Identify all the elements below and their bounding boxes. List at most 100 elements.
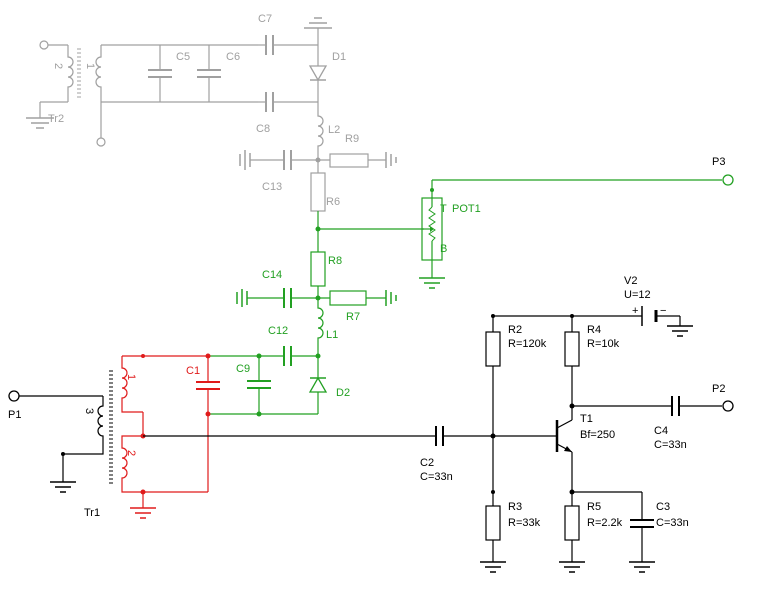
capacitor-c5[interactable] [148, 45, 172, 102]
amplifier-section: P1 3 Tr1 C2 C=33n R2 R=1 [8, 275, 734, 573]
r9-label: R9 [345, 133, 359, 145]
grey-section: 2 1 Tr2 C5 C6 C7 [26, 13, 397, 229]
resistor-r8[interactable] [310, 251, 326, 287]
port-p1[interactable] [8, 390, 20, 402]
tr2-terminal[interactable] [39, 40, 49, 50]
tr2-secondary-coil [95, 45, 102, 102]
t1-value: Bf=250 [580, 429, 615, 441]
tr2-pin2-label: 2 [52, 63, 64, 69]
capacitor-c2[interactable] [435, 426, 444, 446]
diode-d2[interactable] [308, 356, 328, 414]
r8-label: R8 [328, 255, 342, 267]
c12-label: C12 [268, 325, 288, 337]
r5-label: R5 [587, 501, 601, 513]
r6-label: R6 [326, 196, 340, 208]
d1-label: D1 [332, 51, 346, 63]
tr2-label: Tr2 [48, 113, 64, 125]
tr2-primary-coil [67, 45, 74, 102]
p2-label: P2 [712, 383, 725, 395]
capacitor-c1[interactable] [196, 356, 220, 492]
diode-d1[interactable] [308, 45, 328, 102]
t1-label: T1 [580, 413, 593, 425]
ground-icon [419, 277, 445, 289]
c3-value: C=33n [656, 517, 689, 529]
c6-label: C6 [226, 51, 240, 63]
r4-label: R4 [587, 324, 601, 336]
c8-label: C8 [256, 123, 270, 135]
capacitor-c13[interactable] [283, 150, 330, 170]
port-p2[interactable] [722, 400, 734, 412]
tr1-label: Tr1 [84, 507, 100, 519]
capacitor-c7[interactable] [258, 35, 318, 55]
l2-label: L2 [328, 124, 340, 136]
v2-minus: − [660, 305, 666, 317]
resistor-r7[interactable] [329, 290, 367, 306]
ground-icon [385, 152, 397, 168]
r2-label: R2 [508, 324, 522, 336]
capacitor-c4[interactable] [671, 396, 680, 416]
tr1-coil-3 [63, 396, 104, 455]
inductor-l2[interactable] [317, 102, 324, 160]
c5-label: C5 [176, 51, 190, 63]
v2-plus: + [632, 305, 638, 317]
tr2-pin1-label: 1 [84, 63, 96, 69]
resistor-r4[interactable] [564, 331, 580, 367]
capacitor-c8[interactable] [258, 92, 318, 112]
ground-icon [236, 289, 248, 307]
potentiometer-pot1[interactable] [421, 180, 443, 278]
resistor-r2[interactable] [485, 331, 501, 367]
l1-label: L1 [326, 329, 338, 341]
transistor-t1[interactable] [555, 419, 573, 453]
ground-icon [304, 17, 332, 45]
c7-label: C7 [258, 13, 272, 25]
ground-icon [26, 117, 54, 129]
resistor-r5[interactable] [564, 505, 580, 541]
capacitor-c3[interactable] [630, 492, 654, 562]
resistor-r9[interactable] [329, 153, 386, 168]
tr2-terminal-bottom[interactable] [96, 137, 106, 147]
pot1-label: POT1 [452, 203, 481, 215]
r3-label: R3 [508, 501, 522, 513]
ground-icon [559, 561, 585, 573]
d2-label: D2 [336, 387, 350, 399]
battery-v2[interactable] [641, 306, 681, 326]
resistor-r6[interactable] [310, 172, 326, 212]
c2-value: C=33n [420, 471, 453, 483]
v2-label: V2 [624, 275, 637, 287]
capacitor-c14[interactable] [283, 288, 292, 308]
port-p3[interactable] [722, 174, 734, 186]
p3-label: P3 [712, 156, 725, 168]
ground-icon [385, 290, 397, 306]
tr1-pin1-label: 1 [125, 374, 137, 380]
c9-label: C9 [236, 363, 250, 375]
ground-icon [667, 325, 693, 337]
red-section: 1 2 C1 [121, 353, 220, 519]
capacitor-c6[interactable] [197, 45, 221, 102]
r5-value: R=2.2k [587, 517, 623, 529]
c4-label: C4 [654, 425, 668, 437]
green-section: T B POT1 P3 R8 C14 [208, 156, 734, 417]
c3-label: C3 [656, 501, 670, 513]
capacitor-c12[interactable] [283, 346, 292, 366]
v2-value: U=12 [624, 289, 651, 301]
inductor-l1[interactable] [317, 298, 324, 356]
c13-label: C13 [262, 181, 282, 193]
ground-icon [130, 507, 156, 519]
pot-t-label: T [440, 203, 447, 215]
tr1-pin3-label: 3 [83, 408, 95, 414]
capacitor-c9[interactable] [247, 356, 271, 414]
ground-icon [50, 481, 76, 493]
r7-label: R7 [346, 311, 360, 323]
ground-icon [239, 150, 251, 170]
tr1-coil-2 [121, 435, 143, 493]
c2-label: C2 [420, 457, 434, 469]
ground-icon [629, 561, 655, 573]
resistor-r3[interactable] [485, 505, 501, 541]
tr1-pin2-label: 2 [125, 450, 137, 456]
c14-label: C14 [262, 269, 282, 281]
ground-icon [480, 561, 506, 573]
c4-value: C=33n [654, 439, 687, 451]
r3-value: R=33k [508, 517, 541, 529]
r4-value: R=10k [587, 338, 620, 350]
